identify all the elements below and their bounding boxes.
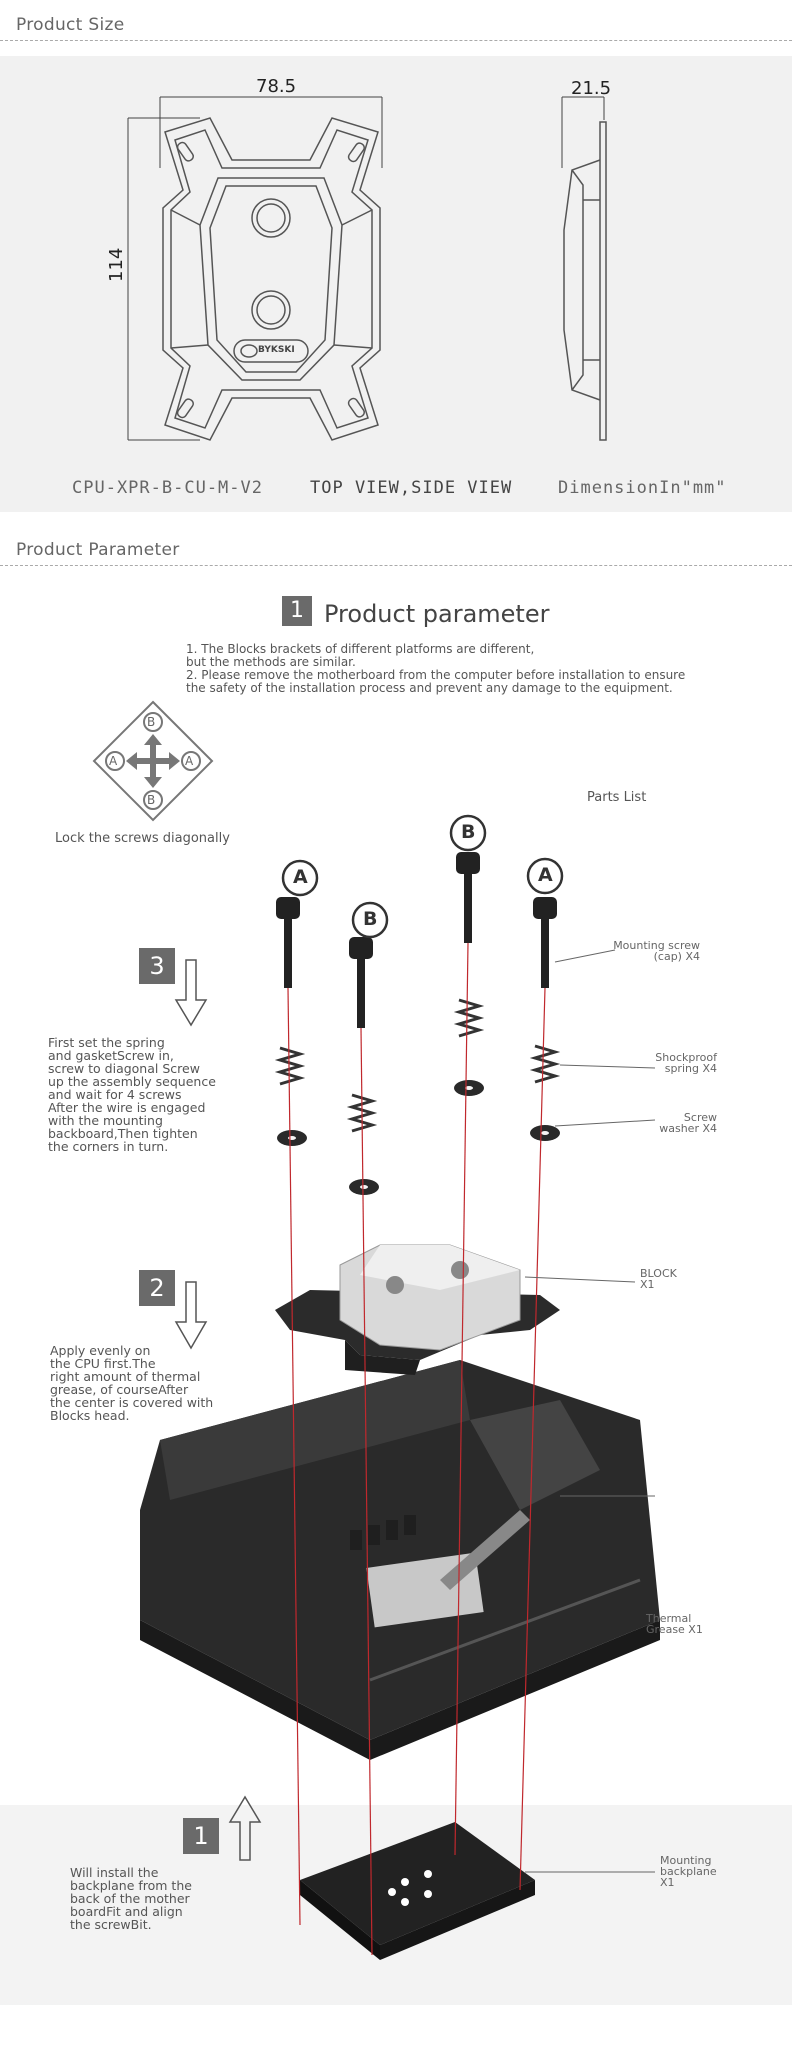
width-dimension: 78.5 — [256, 76, 297, 97]
part-washer: Screw washer X4 — [659, 1111, 717, 1135]
lock-label-b-top: B — [147, 715, 156, 729]
step-1-text: Will install the backplane from the back… — [70, 1865, 192, 1932]
step-3-badge: 3 — [139, 948, 175, 984]
section-title-product-size: Product Size — [16, 15, 125, 35]
divider — [0, 565, 792, 566]
lock-label-b-bottom: B — [147, 793, 156, 807]
part-block: BLOCK X1 — [640, 1267, 677, 1291]
section-title-product-parameter: Product Parameter — [16, 540, 180, 560]
part-spring: Shockproof spring X4 — [655, 1051, 717, 1075]
lock-caption: Lock the screws diagonally — [55, 831, 230, 846]
step-2-badge: 2 — [139, 1270, 175, 1306]
screw-label-b-right: B — [461, 821, 476, 843]
parameter-note: 1. The Blocks brackets of different plat… — [186, 642, 686, 695]
divider — [0, 40, 792, 41]
part-mounting-screw: Mounting screw (cap) X4 — [613, 939, 700, 963]
part-backplane: Mounting backplane X1 — [660, 1854, 717, 1889]
units-caption: DimensionIn"mm" — [558, 478, 727, 498]
step-3-text: First set the spring and gasketScrew in,… — [48, 1035, 216, 1154]
screw-label-a-left: A — [293, 866, 308, 888]
screw-label-b-left: B — [363, 908, 378, 930]
step-1-badge: 1 — [183, 1818, 219, 1854]
model-caption: CPU-XPR-B-CU-M-V2 — [72, 478, 263, 498]
depth-dimension: 21.5 — [571, 78, 612, 99]
parameter-number-badge: 1 — [282, 596, 312, 626]
lock-label-a-right: A — [185, 754, 194, 768]
views-caption: TOP VIEW,SIDE VIEW — [310, 478, 513, 498]
parameter-heading: Product parameter — [324, 600, 550, 628]
screw-label-a-right: A — [538, 864, 553, 886]
step-2-text: Apply evenly on the CPU first.The right … — [50, 1343, 214, 1423]
product-size-panel — [0, 56, 792, 512]
part-thermal-grease: Thermal Grease X1 — [646, 1612, 703, 1636]
brand-logo: BYKSKI — [258, 345, 295, 355]
lock-label-a-left: A — [109, 754, 118, 768]
parts-list-title: Parts List — [587, 790, 647, 805]
